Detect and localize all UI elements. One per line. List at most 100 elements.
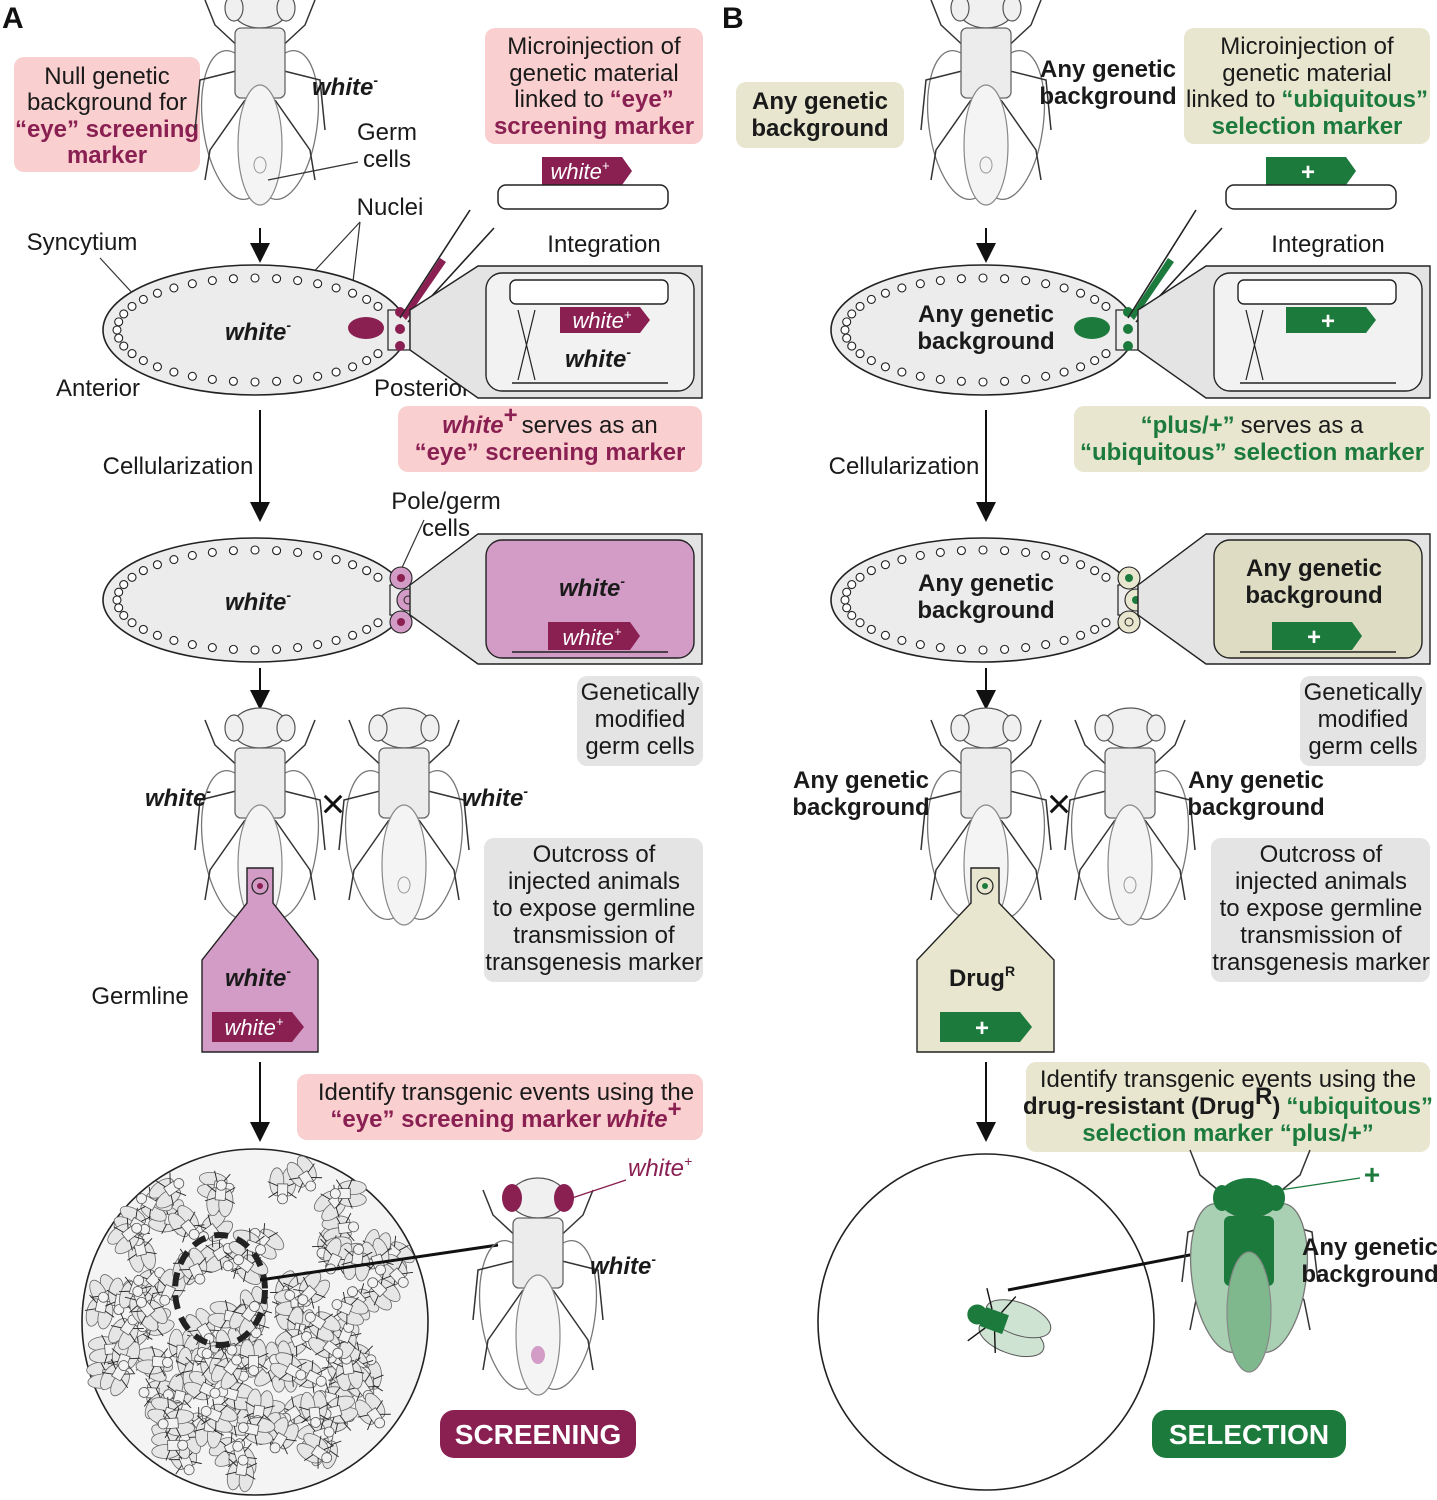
outcross-a-l3: to expose germline: [493, 895, 696, 922]
gm-a-l3: germ cells: [585, 733, 694, 760]
gm-cells-box-a: [577, 676, 703, 766]
selected-fly-small: [967, 1287, 1052, 1358]
identify-box-a: [297, 1074, 703, 1140]
pole-germ-l2: cells: [422, 515, 470, 542]
fly-outcross-b: [1062, 707, 1198, 926]
any-bg-box-b: [736, 82, 904, 148]
selection-badge-text: SELECTION: [1169, 1419, 1329, 1450]
plus-callout: +: [1307, 624, 1321, 651]
cross-symbol-b: ×: [1047, 780, 1072, 827]
screening-badge: [440, 1410, 636, 1458]
null-bg-marker2: marker: [67, 142, 147, 169]
cross-b-right-l1: Any genetic: [1188, 767, 1324, 794]
germline-white-minus: white-: [225, 963, 291, 992]
white-minus-integration: white-: [565, 344, 631, 373]
microinj-a-l2: genetic material: [509, 60, 678, 87]
plus-fly-label: +: [1364, 1159, 1380, 1190]
microinj-a-l4: screening marker: [494, 113, 694, 140]
outcross-a-l5: transgenesis marker: [485, 949, 702, 976]
fly-b-top-l2: background: [1039, 83, 1176, 110]
serves-b-l2: “ubiquitous” selection marker: [1080, 439, 1424, 466]
panel-a-label: A: [2, 2, 24, 35]
embryo-b2-l2: background: [917, 597, 1054, 624]
screening-fly-label: white-: [590, 1251, 656, 1280]
callout-b-l2: background: [1245, 582, 1382, 609]
gm-a-l2: modified: [595, 706, 686, 733]
fly-cross-a-left-label: white-: [145, 783, 211, 812]
plus-integration: +: [1321, 308, 1335, 335]
panel-b-label: B: [722, 2, 744, 35]
fly-outcross-a: [336, 707, 472, 926]
white-plus-eye-label: white+: [628, 1153, 692, 1182]
microinj-b-l2: genetic material: [1222, 60, 1391, 87]
embryo-b2-l1: Any genetic: [918, 570, 1054, 597]
microinjection-box-b: [1184, 28, 1430, 144]
embryo-b1-l1: Any genetic: [918, 301, 1054, 328]
embryo-a2-label: white-: [225, 587, 291, 616]
serves-a-l2: “eye” screening marker: [415, 439, 686, 466]
outcross-a-l4: transmission of: [513, 922, 675, 949]
germline-label: Germline: [91, 983, 188, 1010]
identify-b-l3: selection marker “plus/+”: [1082, 1120, 1373, 1147]
outcross-box-b: [1211, 838, 1430, 982]
fly-b-top-l1: Any genetic: [1040, 56, 1176, 83]
outcross-b-l3: to expose germline: [1220, 895, 1423, 922]
screening-badge-text: SCREENING: [455, 1419, 621, 1450]
outcross-b-l2: injected animals: [1235, 868, 1407, 895]
embryo-syncytium-a: white-: [102, 264, 411, 396]
microinjection-box-a: [485, 28, 703, 144]
embryo-syncytium-b: Any genetic background: [830, 264, 1139, 396]
outcross-a-l2: injected animals: [508, 868, 680, 895]
identify-b-l2: drug-resistant (DrugR)“ubiquitous”: [1023, 1083, 1433, 1120]
outcross-box-a: [484, 838, 703, 982]
white-plus-callout: white+: [563, 624, 622, 650]
fly-white-minus: [192, 0, 328, 206]
germ-cells-l2: cells: [363, 146, 411, 173]
any-bg-b-l2: background: [751, 115, 888, 142]
germline-callout-a: [201, 867, 319, 1053]
drug-r-label: DrugR: [949, 963, 1015, 992]
cellularization-a: Cellularization: [103, 453, 254, 480]
microinj-b-l4: selection marker: [1212, 113, 1403, 140]
microinj-a-l3: linked to“eye”: [514, 86, 673, 113]
cross-b-left-l2: background: [792, 794, 929, 821]
gm-b-l3: germ cells: [1308, 733, 1417, 760]
cross-b-right-l2: background: [1187, 794, 1324, 821]
embryo-a1-label: white-: [225, 317, 291, 346]
outcross-b-l5: transgenesis marker: [1212, 949, 1429, 976]
microinj-b-l1: Microinjection of: [1220, 33, 1394, 60]
selected-fly-l1: Any genetic: [1302, 1234, 1437, 1261]
microinj-a-l1: Microinjection of: [507, 33, 681, 60]
nuclei-label: Nuclei: [357, 194, 424, 221]
integration-b-label: Integration: [1271, 231, 1384, 258]
cross-b-left-l1: Any genetic: [793, 767, 929, 794]
serves-b-l1: “plus/+”serves as a: [1141, 412, 1364, 439]
germ-cells-l1: Germ: [357, 119, 417, 146]
identify-a-l1: Identify transgenic events using the: [318, 1079, 694, 1106]
fly-any-bg-top: [918, 0, 1054, 206]
white-plus-integration: white+: [573, 307, 632, 333]
serves-as-box-b: [1074, 406, 1430, 472]
embryo-cellular-b: Any genetic background: [830, 537, 1148, 663]
white-minus-callout: white-: [559, 573, 625, 602]
cross-symbol-a: ×: [321, 780, 346, 827]
identify-box-b: [1026, 1062, 1430, 1152]
anterior-label: Anterior: [56, 375, 140, 402]
callout-b-l1: Any genetic: [1246, 555, 1382, 582]
null-bg-line1: Null genetic: [44, 63, 169, 90]
fly-green-selected: [1181, 1149, 1319, 1373]
germline-white-plus: white+: [225, 1014, 284, 1040]
white-plus-top: white+: [551, 158, 610, 184]
fly-cross-a-right-label: white-: [462, 783, 528, 812]
pole-germ-l1: Pole/germ: [391, 488, 500, 515]
gm-callout-a: [485, 539, 695, 659]
fly-white-label: white-: [312, 72, 378, 101]
gm-a-l1: Genetically: [581, 679, 700, 706]
embryo-cellular-a: white-: [102, 537, 420, 663]
selection-badge: [1152, 1410, 1346, 1458]
plus-top: +: [1301, 159, 1315, 186]
embryo-b1-l2: background: [917, 328, 1054, 355]
fly-white-plus-eyes: [470, 1177, 606, 1396]
